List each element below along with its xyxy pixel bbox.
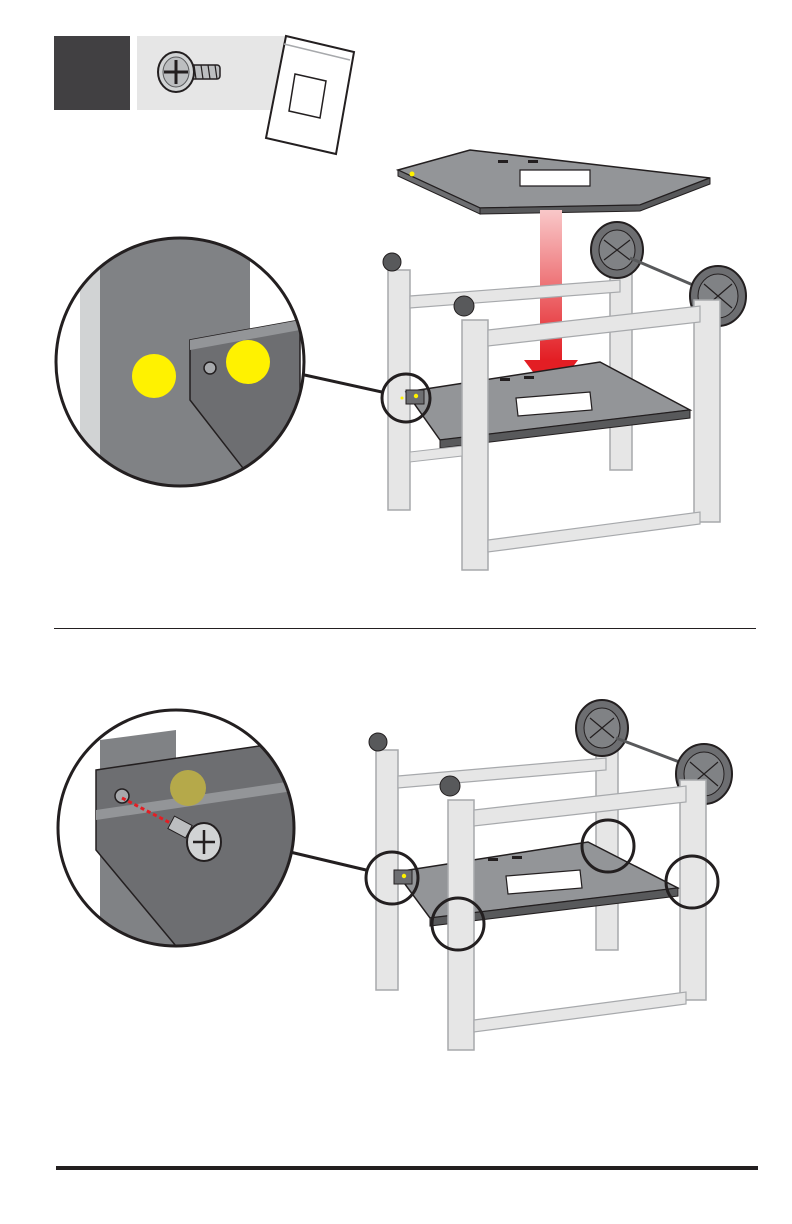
zoom-detail	[56, 238, 306, 490]
footer-rule	[56, 1166, 758, 1170]
hardware-bag-icon	[262, 34, 358, 156]
screw-hole-marker	[226, 340, 270, 384]
screw-icon	[150, 50, 230, 100]
step-number-box	[54, 36, 130, 110]
panel-2	[0, 690, 792, 1070]
lower-shelf	[394, 842, 678, 926]
section-divider	[54, 628, 756, 629]
panel-1	[0, 140, 792, 590]
shelf-piece-top	[398, 150, 710, 214]
wheel-back	[576, 700, 628, 756]
screw-hole-marker	[132, 354, 176, 398]
zoom-detail	[58, 710, 300, 950]
wheel-back	[591, 222, 643, 278]
lower-shelf	[401, 362, 691, 448]
